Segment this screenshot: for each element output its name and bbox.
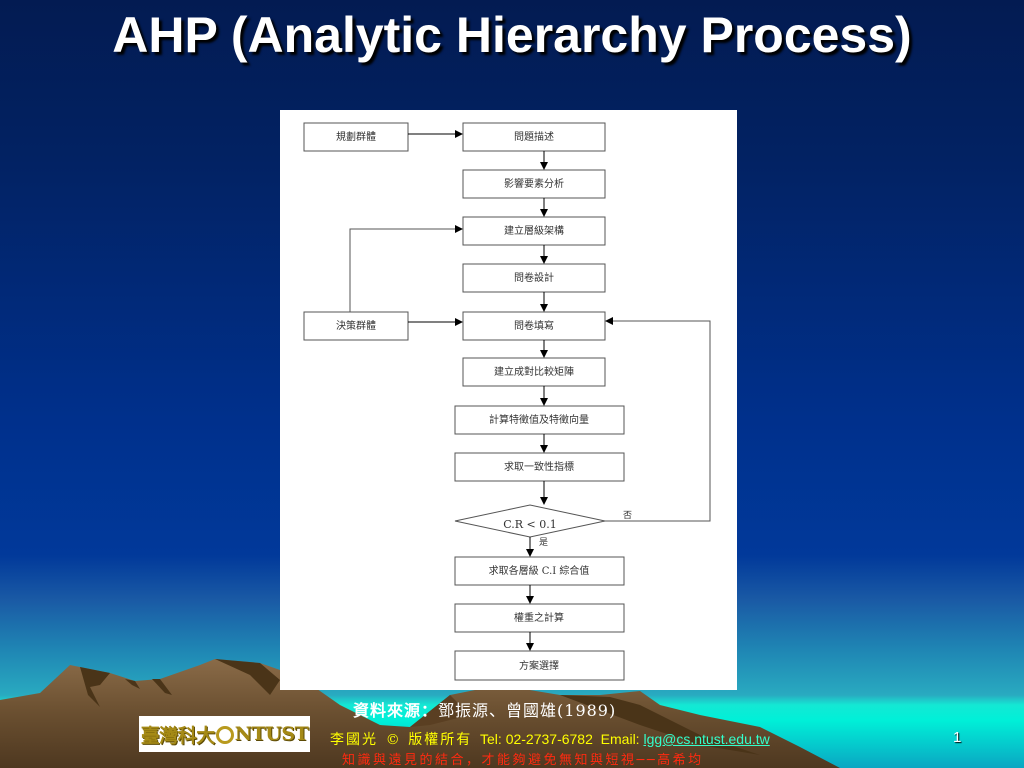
label-step-5: 問卷填寫 (514, 319, 554, 332)
node-final-3 (454, 650, 625, 681)
logo-emblem-icon (215, 726, 234, 744)
footer-tel: Tel: 02-2737-6782 (480, 731, 593, 747)
node-step-2 (462, 169, 606, 199)
label-final-3: 方案選擇 (519, 659, 559, 672)
footer-copyright: © 版權所有 (385, 732, 473, 748)
node-step-8 (454, 452, 625, 482)
label-step-6: 建立成對比較矩陣 (494, 365, 574, 378)
label-step-8: 求取一致性指標 (504, 460, 574, 473)
label-step-4: 問卷設計 (514, 271, 554, 284)
node-planning-group (303, 122, 409, 152)
node-step-3 (462, 216, 606, 246)
node-step-1 (462, 122, 606, 152)
footer-author: 李國光 (330, 732, 378, 748)
footer-email-label: Email: (600, 731, 640, 747)
label-decision: C.R < 0.1 (503, 518, 557, 531)
node-step-6 (462, 357, 606, 387)
node-step-5 (462, 311, 606, 341)
label-step-1: 問題描述 (514, 130, 554, 143)
footer-motto: 知識與遠見的結合，才能夠避免無知與短視──高希均 (342, 753, 704, 768)
label-no: 否 (623, 510, 632, 521)
logo-text-latin: NTUST (234, 723, 309, 745)
label-step-2: 影響要素分析 (504, 177, 564, 190)
label-step-7: 計算特徵值及特徵向量 (489, 413, 589, 426)
node-final-1 (454, 556, 625, 586)
label-final-2: 權重之計算 (514, 611, 564, 624)
slide-page-number: 1 (953, 729, 962, 746)
source-value: 鄧振源、曾國雄(1989) (438, 701, 617, 720)
node-final-2 (454, 603, 625, 633)
label-final-1: 求取各層級 C.I 綜合值 (489, 564, 590, 577)
node-step-4 (462, 263, 606, 293)
flowchart-canvas: 規劃群體 決策群體 問題描述 影響要素分析 建立層級架構 問卷設計 問卷填寫 建… (303, 122, 711, 681)
node-decision-group (303, 311, 409, 341)
footer-email-link[interactable]: lgg@cs.ntust.edu.tw (643, 731, 770, 747)
ntust-logo: 臺灣科大 NTUST (139, 716, 310, 752)
label-yes: 是 (539, 537, 548, 548)
ahp-flowchart: 規劃群體 決策群體 問題描述 影響要素分析 建立層級架構 問卷設計 問卷填寫 建… (280, 110, 737, 690)
label-planning-group: 規劃群體 (336, 130, 376, 143)
slide-title: AHP (Analytic Hierarchy Process) (112, 7, 912, 63)
label-decision-group: 決策群體 (336, 319, 376, 332)
logo-text-cjk: 臺灣科大 (140, 724, 216, 747)
label-step-3: 建立層級架構 (504, 224, 564, 237)
source-citation: 資料來源：鄧振源、曾國雄(1989) (353, 697, 616, 721)
source-label: 資料來源： (353, 701, 439, 720)
footer-contact: 李國光 © 版權所有 Tel: 02-2737-6782 Email: lgg@… (330, 729, 770, 749)
node-step-7 (454, 405, 625, 435)
